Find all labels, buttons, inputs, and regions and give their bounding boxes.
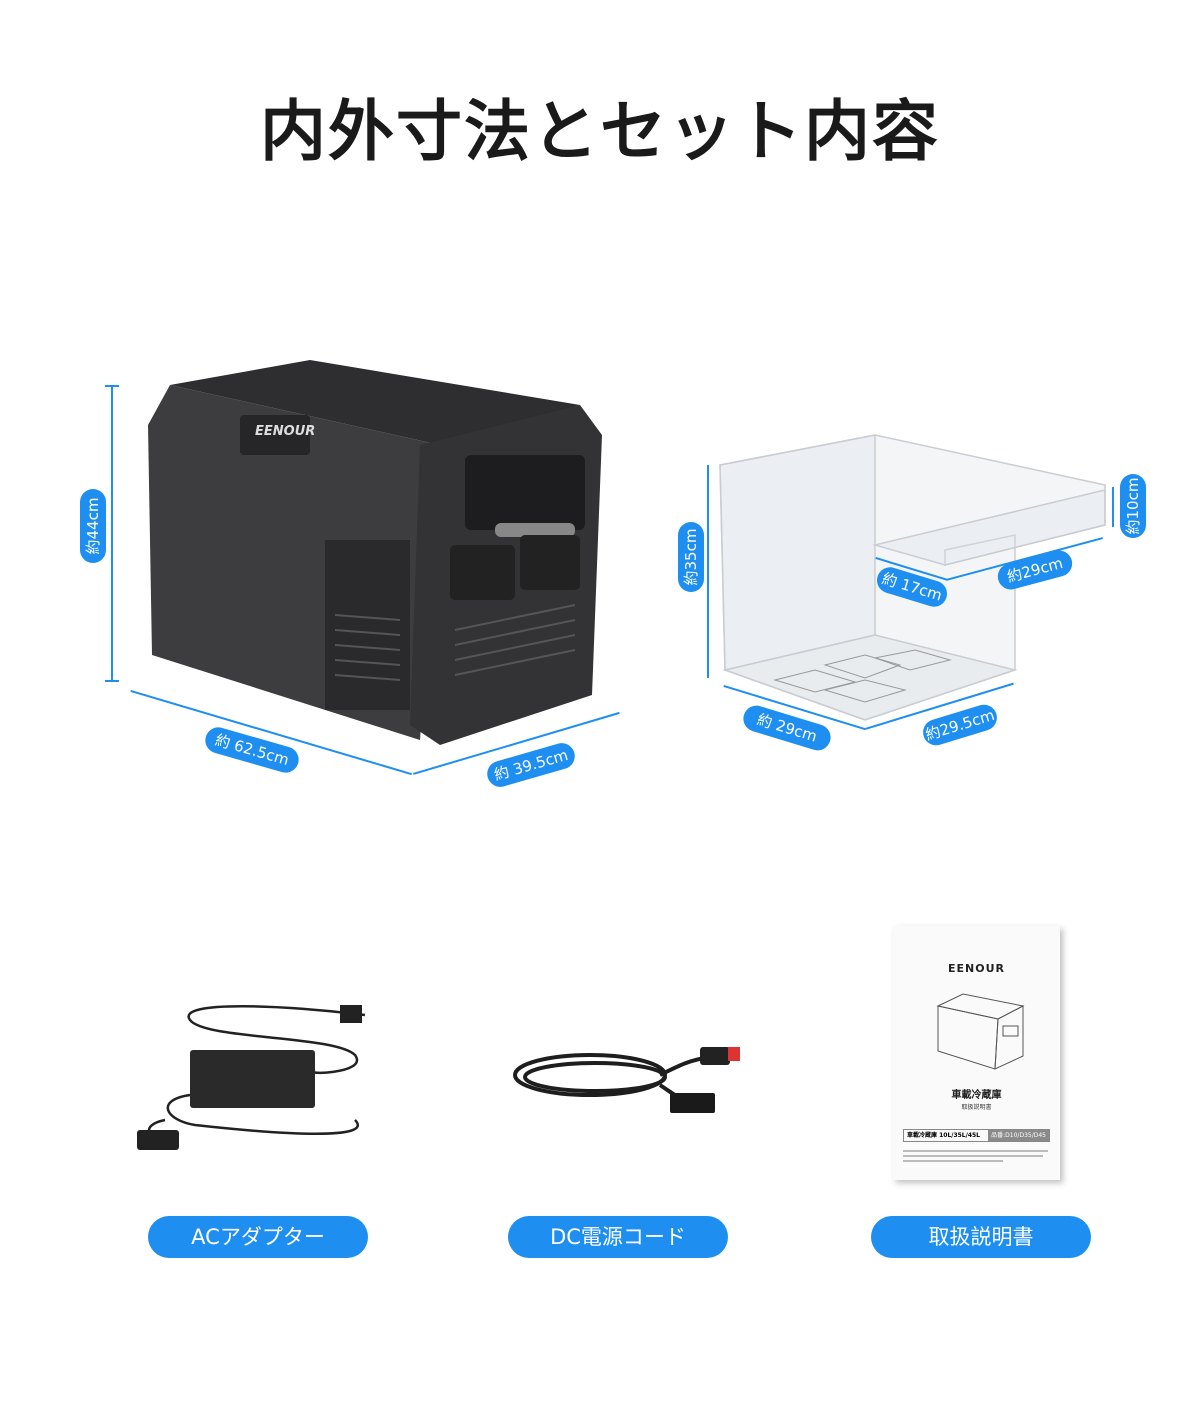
- dc-cord-image: [513, 1047, 740, 1113]
- accessory-label-manual: 取扱説明書: [871, 1216, 1091, 1258]
- manual-fridge-drawing: [936, 993, 1025, 1070]
- fridge-height-label: 約44cm: [80, 489, 106, 563]
- page-title: 内外寸法とセット内容: [260, 93, 940, 170]
- accessory-label-ac-adapter: ACアダプター: [148, 1216, 368, 1258]
- bin-height-label: 約35cm: [678, 522, 704, 592]
- tray-height-line: [1112, 487, 1114, 527]
- manual-brand: EENOUR: [948, 962, 1005, 975]
- fridge-image: EENOUR: [148, 360, 602, 745]
- accessory-label-dc-cord: DC電源コード: [508, 1216, 728, 1258]
- manual-subtitle: 取扱説明書: [961, 1104, 992, 1111]
- manual-model-bar: 車載冷蔵庫 10L/35L/45L 品番:D10/D35/D45: [903, 1129, 1050, 1142]
- fridge-height-line: [111, 385, 113, 681]
- instruction-manual-image: EENOUR 車載冷蔵庫 取扱説明書 車載冷蔵庫 10L/35L/45L 品番:…: [893, 926, 1060, 1180]
- dim-tick: [105, 385, 119, 387]
- manual-fine-print: [903, 1160, 1003, 1162]
- manual-title: 車載冷蔵庫: [951, 1090, 1002, 1101]
- tray-height-label: 約10cm: [1120, 474, 1146, 538]
- manual-fine-print: [903, 1155, 1043, 1157]
- manual-model-line: 車載冷蔵庫 10L/35L/45L: [907, 1132, 980, 1139]
- bin-height-line: [707, 465, 709, 678]
- dim-tick: [105, 680, 119, 682]
- manual-model-number: 品番:D10/D35/D45: [988, 1130, 1049, 1141]
- ac-adapter-image: [137, 1005, 366, 1150]
- fridge-brand-logo: EENOUR: [255, 424, 315, 439]
- manual-fine-print: [903, 1150, 1048, 1152]
